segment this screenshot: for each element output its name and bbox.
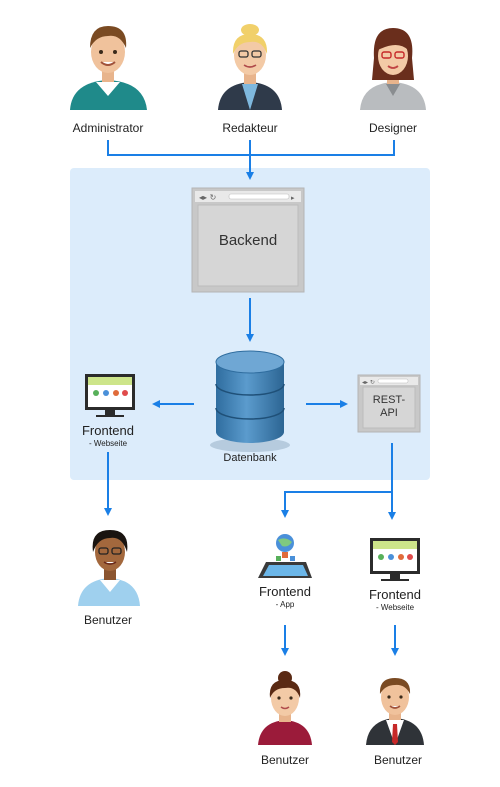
designer-avatar xyxy=(360,28,426,110)
app-tablet-icon xyxy=(258,534,312,578)
rest-api-label: REST- API xyxy=(363,394,415,420)
svg-text:▸: ▸ xyxy=(291,194,295,202)
rest-api-window: ◂▸ ↻ xyxy=(357,374,421,433)
api-branch-connector xyxy=(281,443,396,520)
frontend-app-title: Frontend xyxy=(258,584,312,599)
rest-api-label-line2: API xyxy=(380,407,398,419)
frontend-web-left-label: Frontend - Webseite xyxy=(68,423,148,448)
user-right-label: Benutzer xyxy=(373,753,423,767)
database-icon xyxy=(210,350,290,452)
frontend-app-subtitle: - App xyxy=(275,600,295,609)
frontend-web-right-title: Frontend xyxy=(368,587,422,602)
top-connector xyxy=(107,140,395,180)
frontend-web-monitor-left xyxy=(85,374,135,417)
rest-api-label-line1: REST- xyxy=(372,394,406,406)
backend-label: Backend xyxy=(218,232,278,249)
backend-window: ◂▸ ↻ ▸ xyxy=(191,187,305,293)
svg-text:◂▸ ↻: ◂▸ ↻ xyxy=(362,379,375,386)
frontend-web-right-subtitle: - Webseite xyxy=(375,603,415,612)
designer-label: Designer xyxy=(368,121,418,135)
frontend-web-monitor-right xyxy=(370,538,420,581)
frontend-app-label: Frontend - App xyxy=(245,584,325,609)
user-avatar-right xyxy=(366,678,424,745)
redakteur-avatar xyxy=(218,24,282,110)
user-left-label: Benutzer xyxy=(83,613,133,627)
frontend-web-left-subtitle: - Webseite xyxy=(88,439,128,448)
database-label: Datenbank xyxy=(223,452,277,464)
user-avatar-left xyxy=(78,530,140,606)
user-middle-label: Benutzer xyxy=(260,753,310,767)
frontend-web-right-label: Frontend - Webseite xyxy=(355,587,435,612)
redakteur-label: Redakteur xyxy=(222,121,278,135)
svg-text:◂▸ ↻: ◂▸ ↻ xyxy=(199,193,216,202)
user-avatar-middle xyxy=(258,671,312,745)
administrator-label: Administrator xyxy=(72,121,144,135)
frontend-web-left-title: Frontend xyxy=(81,423,135,438)
administrator-avatar xyxy=(70,26,147,110)
